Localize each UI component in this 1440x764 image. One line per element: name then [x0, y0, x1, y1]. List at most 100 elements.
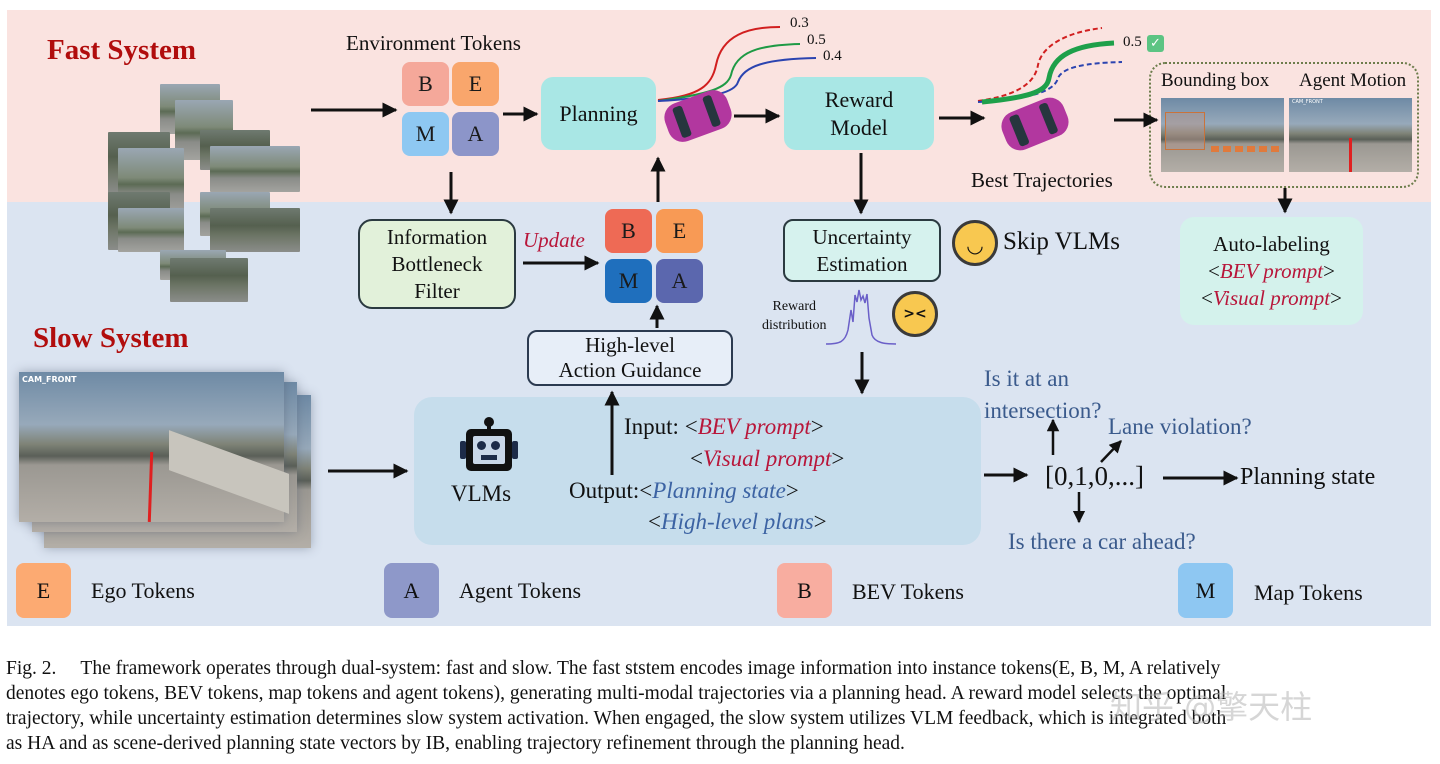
auto-labeling-title: Auto-labeling [1213, 231, 1330, 256]
information-bottleneck-filter-box: Information Bottleneck Filter [358, 219, 516, 309]
caption-line: as HA and as scene-derived planning stat… [6, 733, 905, 754]
cam-front-label: CAM_FRONT [22, 375, 77, 384]
auto-labeling-bev: <BEV prompt> [1208, 258, 1335, 283]
bev-prompt-text: BEV prompt [1219, 258, 1324, 283]
bounding-box-image [1161, 98, 1284, 172]
ue-label-line1: Uncertainty [812, 224, 912, 249]
best-trajectory-score: 0.5 [1123, 34, 1142, 50]
legend-ego-swatch: E [16, 563, 71, 618]
check-mark-icon: ✓ [1147, 35, 1164, 52]
input-bev-prompt: BEV prompt [697, 414, 811, 439]
confounded-face-icon: >< [892, 291, 938, 337]
legend-map-label: Map Tokens [1254, 580, 1363, 605]
ego-car-icon [664, 90, 732, 142]
auto-labeling-visual: <Visual prompt> [1201, 285, 1342, 310]
agent-motion-image: CAM_FRONT [1289, 98, 1412, 172]
reward-distribution-label: Reward distribution [762, 297, 827, 335]
trajectory-blue [657, 57, 817, 102]
camera-image [210, 208, 300, 252]
agent-token: A [452, 112, 499, 156]
barrier-row [1211, 146, 1281, 152]
best-car-icon [1001, 97, 1069, 151]
ha-label-line2: Action Guidance [558, 358, 702, 382]
caption-line: denotes ego tokens, BEV tokens, map toke… [6, 683, 1227, 704]
reward-distribution-line1: Reward [772, 299, 817, 314]
caption-line: Fig. 2. The framework operates through d… [6, 658, 1221, 679]
updated-map-token: M [605, 259, 652, 303]
vlm-output-line2: <High-level plans> [648, 509, 827, 534]
reward-model-box: Reward Model [784, 77, 934, 150]
fast-system-title: Fast System [47, 34, 197, 66]
trajectory-red [657, 26, 781, 101]
robot-icon [460, 417, 518, 475]
updated-ego-token: E [656, 209, 703, 253]
trajectory-score-green: 0.5 [807, 32, 826, 48]
slow-system-title: Slow System [33, 322, 189, 354]
caption-line: trajectory, while uncertainty estimation… [6, 708, 1227, 729]
cam-front-label: CAM_FRONT [1292, 99, 1323, 105]
input-visual-prompt: Visual prompt [702, 446, 832, 471]
camera-image [118, 208, 184, 252]
intersection-question-line2: intersection? [984, 398, 1102, 423]
trajectory-green [657, 43, 801, 102]
bounding-box-label: Bounding box [1161, 70, 1270, 91]
reward-distribution-curve [825, 289, 897, 345]
bev-token: B [402, 62, 449, 106]
reward-model-label-line1: Reward [824, 86, 894, 112]
reward-model-label-line2: Model [830, 114, 888, 140]
happy-face-icon: ◡ [952, 220, 998, 266]
planning-state-vector: [0,1,0,...] [1045, 461, 1144, 491]
reward-distribution-line2: distribution [762, 318, 827, 333]
ego-token: E [452, 62, 499, 106]
ib-label-line1: Information [386, 224, 488, 249]
output-high-level-plans: High-level plans [660, 509, 814, 534]
best-trajectory-blue-dashed [977, 61, 1123, 103]
legend-ego-label: Ego Tokens [91, 578, 195, 603]
legend-bev-swatch: B [777, 563, 832, 618]
update-label: Update [523, 228, 585, 252]
cam-front-image: CAM_FRONT [19, 372, 289, 523]
environment-tokens-label: Environment Tokens [346, 31, 521, 55]
auto-labeling-box: Auto-labeling <BEV prompt> <Visual promp… [1180, 217, 1363, 325]
output-planning-state: Planning state [652, 478, 786, 503]
high-level-action-guidance-box: High-level Action Guidance [527, 330, 733, 386]
planning-state-label: Planning state [1240, 464, 1376, 490]
camera-image [170, 258, 248, 302]
intersection-question: Is it at an intersection? [984, 363, 1102, 427]
legend-agent-label: Agent Tokens [459, 578, 582, 603]
trajectory-line [1349, 138, 1352, 172]
vlm-output-line1: Output:<Planning state> [569, 478, 799, 503]
best-trajectory-green [981, 40, 1115, 105]
output-label: Output: [569, 478, 640, 503]
visual-prompt-text: Visual prompt [1212, 285, 1331, 310]
figure-caption: Fig. 2. The framework operates through d… [6, 656, 1434, 756]
vlms-label: VLMs [451, 481, 512, 506]
trajectory-score-red: 0.3 [790, 15, 809, 31]
best-trajectory-red-dashed [977, 27, 1103, 102]
updated-bev-token: B [605, 209, 652, 253]
agent-motion-label: Agent Motion [1299, 70, 1407, 91]
planning-box: Planning [541, 77, 656, 150]
legend-bev-label: BEV Tokens [852, 579, 964, 604]
watermark: 知乎 @擎天柱 [1110, 688, 1313, 726]
legend-agent-swatch: A [384, 563, 439, 618]
bounding-box-overlay [1165, 112, 1205, 150]
map-token: M [402, 112, 449, 156]
ue-label-line2: Estimation [816, 251, 908, 276]
arrow-vector-to-lane [1100, 440, 1122, 463]
camera-image [210, 146, 300, 192]
ha-label-line1: High-level [585, 333, 675, 357]
uncertainty-estimation-box: Uncertainty Estimation [783, 219, 941, 282]
vlm-input-line1: Input: <BEV prompt> [624, 414, 824, 439]
ib-label-line3: Filter [414, 278, 460, 303]
lane-violation-question: Lane violation? [1108, 414, 1252, 439]
intersection-question-line1: Is it at an [984, 366, 1069, 391]
car-ahead-question: Is there a car ahead? [1008, 529, 1196, 554]
ib-label-line2: Bottleneck [391, 251, 483, 276]
best-trajectories-label: Best Trajectories [971, 168, 1113, 192]
trajectory-score-blue: 0.4 [823, 48, 842, 64]
vlm-box [414, 397, 981, 545]
input-label: Input: [624, 414, 685, 439]
updated-agent-token: A [656, 259, 703, 303]
